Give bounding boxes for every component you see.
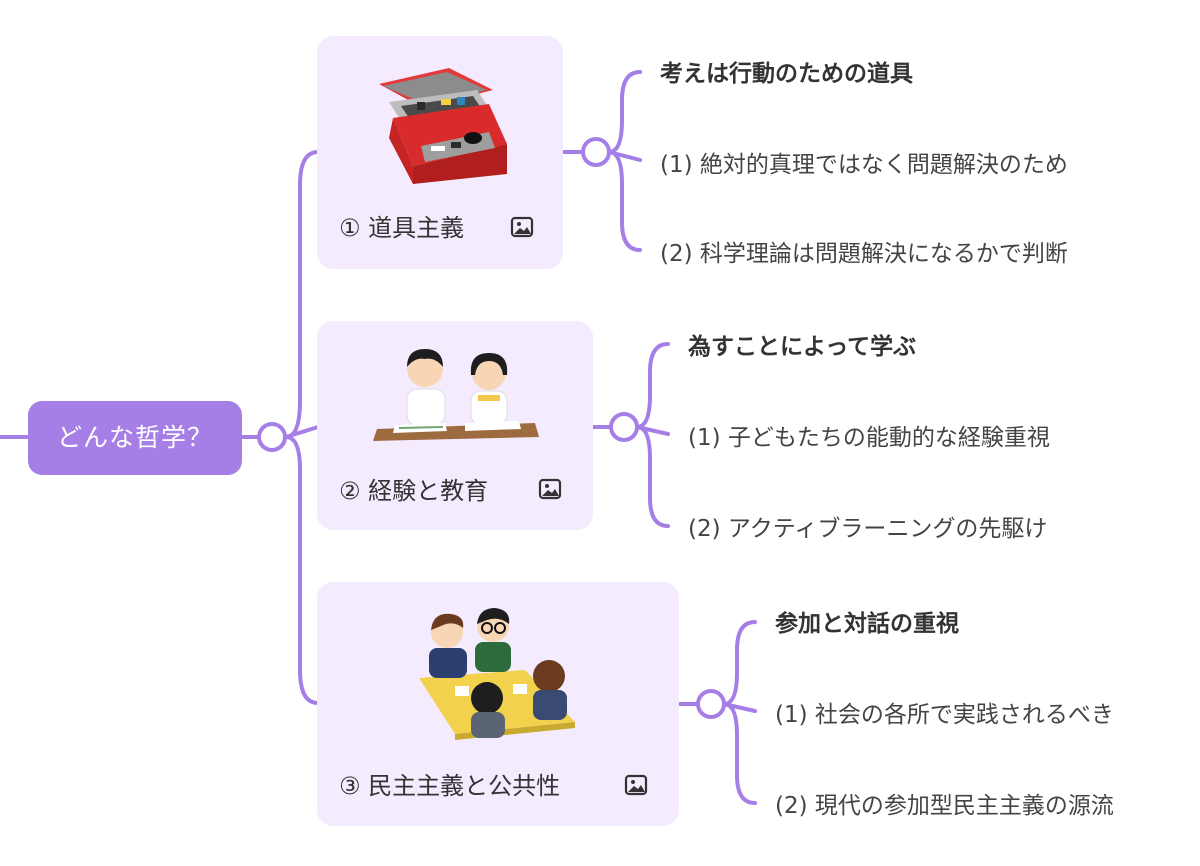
- branch-label: ① 道具主義: [339, 214, 465, 242]
- leaf-item[interactable]: (2) 科学理論は問題解決になるかで判断: [660, 241, 1068, 267]
- branch-card-pragmatism[interactable]: ① 道具主義: [317, 36, 563, 269]
- group-discussion-illustration: [419, 608, 575, 740]
- leaf-heading[interactable]: 参加と対話の重視: [775, 611, 959, 637]
- leaf-item[interactable]: (1) 社会の各所で実践されるべき: [775, 702, 1114, 728]
- leaf-heading[interactable]: 考えは行動のための道具: [660, 61, 913, 87]
- leaf-item[interactable]: (1) 子どもたちの能動的な経験重視: [688, 425, 1050, 451]
- image-icon[interactable]: [624, 774, 648, 796]
- branch-label: ② 経験と教育: [339, 477, 489, 505]
- leaf-item[interactable]: (2) 現代の参加型民主主義の源流: [775, 793, 1114, 819]
- leaf-heading[interactable]: 為すことによって学ぶ: [688, 334, 917, 360]
- image-icon[interactable]: [538, 478, 562, 500]
- leaf-item[interactable]: (1) 絶対的真理ではなく問題解決のため: [660, 152, 1068, 178]
- toolbox-illustration: [379, 68, 507, 184]
- students-studying-illustration: [373, 349, 539, 441]
- leaf-item[interactable]: (2) アクティブラーニングの先駆け: [688, 516, 1048, 542]
- branch-card-experience-education[interactable]: ② 経験と教育: [317, 321, 593, 530]
- branch-label: ③ 民主主義と公共性: [339, 772, 561, 800]
- branch-card-democracy-publicness[interactable]: ③ 民主主義と公共性: [317, 582, 679, 826]
- image-icon[interactable]: [510, 216, 534, 238]
- root-node[interactable]: どんな哲学？: [28, 401, 242, 475]
